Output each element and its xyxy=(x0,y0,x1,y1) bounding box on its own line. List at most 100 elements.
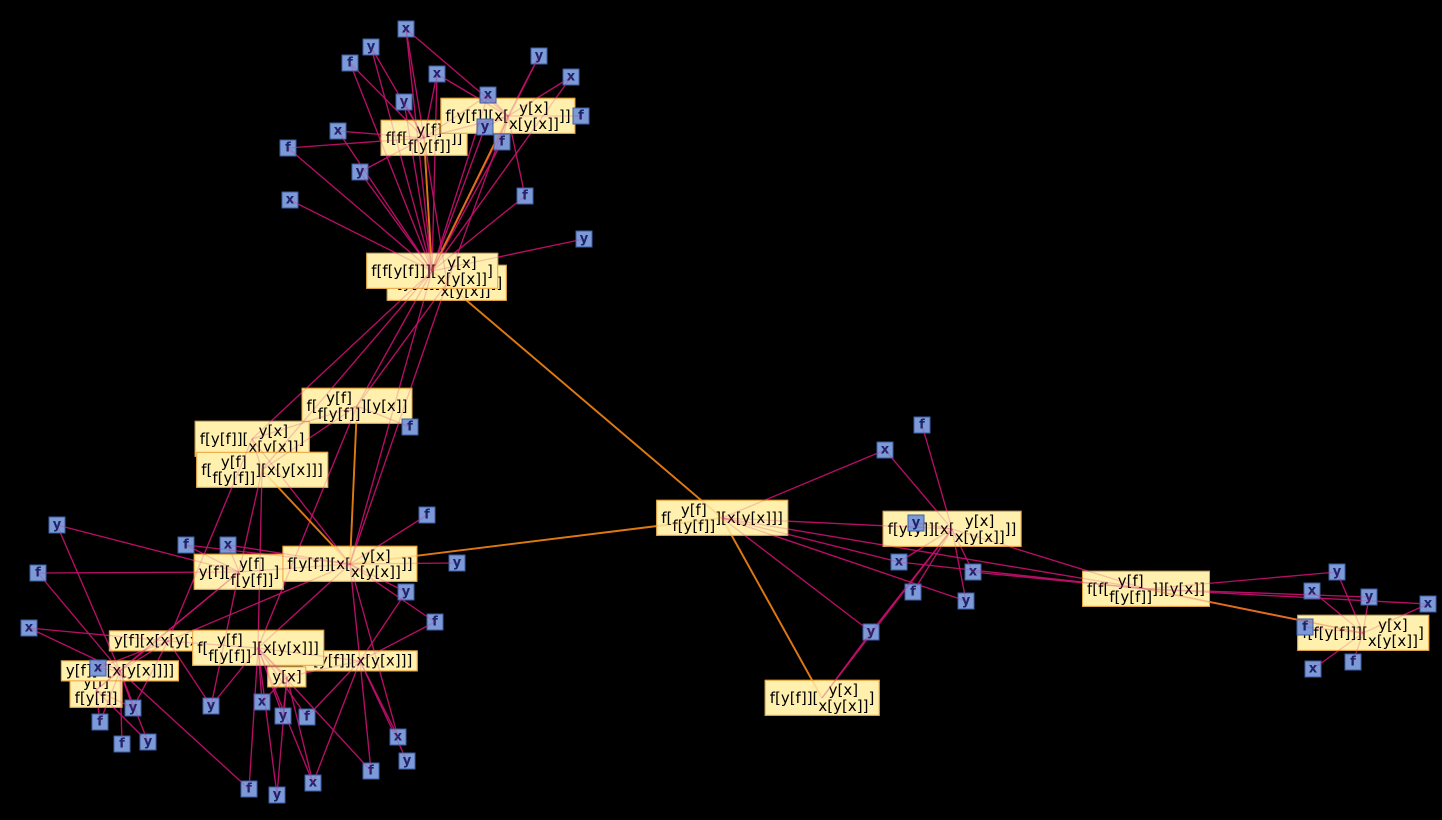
variable-node-x[interactable]: x xyxy=(329,122,347,140)
stack-line: x[y[x]] xyxy=(436,270,487,288)
variable-node-x[interactable]: x xyxy=(253,693,271,711)
variable-node-x[interactable]: x xyxy=(1303,582,1321,600)
variable-node-f[interactable]: f xyxy=(401,418,419,436)
variable-node-y[interactable]: y xyxy=(395,93,413,111)
variable-node-f[interactable]: f xyxy=(113,735,131,753)
variable-node-f[interactable]: f xyxy=(279,139,297,157)
variable-node-y[interactable]: y xyxy=(530,47,548,65)
expression-node[interactable]: y[f][x[x[y[x]]]] xyxy=(60,660,180,682)
variable-node-f[interactable]: f xyxy=(91,713,109,731)
expression-node[interactable]: f[y[f]][x[y[x]x[y[x]]]] xyxy=(282,545,418,583)
expression-node[interactable]: f[y[f]f[y[f]]][x[y[x]]] xyxy=(192,629,324,667)
edge-magenta xyxy=(337,130,433,272)
variable-node-f[interactable]: f xyxy=(341,54,359,72)
variable-node-y[interactable]: y xyxy=(202,697,220,715)
expression-node[interactable]: f[y[y]][x[y[x]x[y[x]]]] xyxy=(882,510,1022,548)
expression-node[interactable]: y[x] xyxy=(267,666,307,688)
variable-node-x[interactable]: x xyxy=(397,20,415,38)
expression-text: ]] xyxy=(400,554,413,573)
expression-text: f[ xyxy=(661,508,673,527)
variable-node-f[interactable]: f xyxy=(516,187,534,205)
variable-node-y[interactable]: y xyxy=(476,118,494,136)
edge-magenta xyxy=(349,62,433,272)
variable-node-f[interactable]: f xyxy=(1344,653,1362,671)
variable-node-f[interactable]: f xyxy=(913,416,931,434)
variable-node-x[interactable]: x xyxy=(876,441,894,459)
edge-orange xyxy=(349,405,358,565)
expression-text: ][y[x]] xyxy=(360,396,408,415)
variable-node-f[interactable]: f xyxy=(418,506,436,524)
variable-node-x[interactable]: x xyxy=(20,619,38,637)
variable-node-y[interactable]: y xyxy=(397,583,415,601)
edge-magenta xyxy=(257,405,358,649)
variable-node-y[interactable]: y xyxy=(957,592,975,610)
expression-node[interactable]: f[y[f]][y[x]x[y[x]]] xyxy=(194,420,310,458)
variable-node-x[interactable]: x xyxy=(562,68,580,86)
stack-line: f[y[f]] xyxy=(74,689,118,707)
variable-node-f[interactable]: f xyxy=(904,583,922,601)
variable-node-f[interactable]: f xyxy=(177,536,195,554)
stack-line: y[f] xyxy=(1117,571,1144,590)
expression-text: f[y[f]][x[ xyxy=(287,554,351,573)
variable-node-y[interactable]: y xyxy=(274,707,292,725)
variable-node-y[interactable]: y xyxy=(1328,563,1346,581)
variable-node-y[interactable]: y xyxy=(575,230,593,248)
expression-stack: y[f]f[y[f]] xyxy=(1109,571,1152,606)
expression-stack: y[x]x[y[x]] xyxy=(818,682,868,715)
expression-node[interactable]: f[y[f]][y[x]x[y[x]]] xyxy=(764,679,880,717)
stack-line: x[y[x]] xyxy=(248,438,299,456)
expression-text: f[y[f]][x[y[x]]] xyxy=(307,651,413,670)
variable-node-y[interactable]: y xyxy=(1360,588,1378,606)
expression-node[interactable]: f[y[f]][x[y[x]]] xyxy=(302,650,418,672)
expression-stack: y[x]x[y[x]] xyxy=(351,548,401,581)
variable-node-f[interactable]: f xyxy=(1296,618,1314,636)
variable-node-x[interactable]: x xyxy=(1419,595,1437,613)
expression-node[interactable]: f[y[f]f[y[f]]][y[x]] xyxy=(301,387,413,425)
variable-node-f[interactable]: f xyxy=(29,564,47,582)
variable-node-x[interactable]: x xyxy=(389,728,407,746)
variable-node-y[interactable]: y xyxy=(907,514,925,532)
stack-line: y[f] xyxy=(220,452,247,471)
variable-node-x[interactable]: x xyxy=(890,553,908,571)
variable-node-x[interactable]: x xyxy=(1304,660,1322,678)
stack-line: x[y[x]] xyxy=(954,528,1005,546)
variable-node-x[interactable]: x xyxy=(964,563,982,581)
variable-node-x[interactable]: x xyxy=(281,191,299,209)
edge-magenta xyxy=(119,670,250,790)
variable-node-f[interactable]: f xyxy=(426,613,444,631)
expression-text: ][x[y[x]]] xyxy=(715,508,783,527)
variable-node-f[interactable]: f xyxy=(493,133,511,151)
variable-node-x[interactable]: x xyxy=(89,659,107,677)
expression-text: ]] xyxy=(1004,519,1017,538)
variable-node-f[interactable]: f xyxy=(240,780,258,798)
stack-line: x[y[x]] xyxy=(1367,632,1418,650)
variable-node-x[interactable]: x xyxy=(304,774,322,792)
variable-node-y[interactable]: y xyxy=(268,786,286,804)
variable-node-x[interactable]: x xyxy=(219,536,237,554)
variable-node-x[interactable]: x xyxy=(479,86,497,104)
expression-node[interactable]: f[f[y[f]f[y[f]]]][y[x]] xyxy=(1082,570,1210,608)
expression-node[interactable]: f[y[f]f[y[f]]][x[y[x]]] xyxy=(656,499,788,537)
variable-node-f[interactable]: f xyxy=(298,708,316,726)
expression-node[interactable]: f[y[f]f[y[f]]][x[y[x]]] xyxy=(196,451,328,489)
variable-node-f[interactable]: f xyxy=(362,762,380,780)
variable-node-y[interactable]: y xyxy=(48,516,66,534)
stack-line: y[f] xyxy=(216,630,243,649)
variable-node-y[interactable]: y xyxy=(124,699,142,717)
variable-node-y[interactable]: y xyxy=(362,38,380,56)
expression-node[interactable]: f[f[y[f]]][y[x]x[y[x]]] xyxy=(1297,614,1429,652)
variable-node-y[interactable]: y xyxy=(448,554,466,572)
variable-node-y[interactable]: y xyxy=(139,733,157,751)
expression-node[interactable]: f[y[f]][x[y[x]x[y[x]]]] xyxy=(440,97,576,135)
variable-node-y[interactable]: y xyxy=(398,752,416,770)
stack-line: y[f] xyxy=(680,500,707,519)
variable-node-y[interactable]: y xyxy=(351,163,369,181)
variable-node-x[interactable]: x xyxy=(428,65,446,83)
expression-stack: y[f]f[y[f]] xyxy=(212,452,255,487)
stack-line: x[y[x]] xyxy=(508,115,559,133)
expression-text: y[f][ xyxy=(198,562,231,581)
variable-node-f[interactable]: f xyxy=(572,107,590,125)
expression-node[interactable]: f[f[y[f]]][y[x]x[y[x]]] xyxy=(366,252,498,290)
variable-node-y[interactable]: y xyxy=(862,623,880,641)
expression-node[interactable]: y[f][y[f]f[y[f]]] xyxy=(193,553,285,591)
